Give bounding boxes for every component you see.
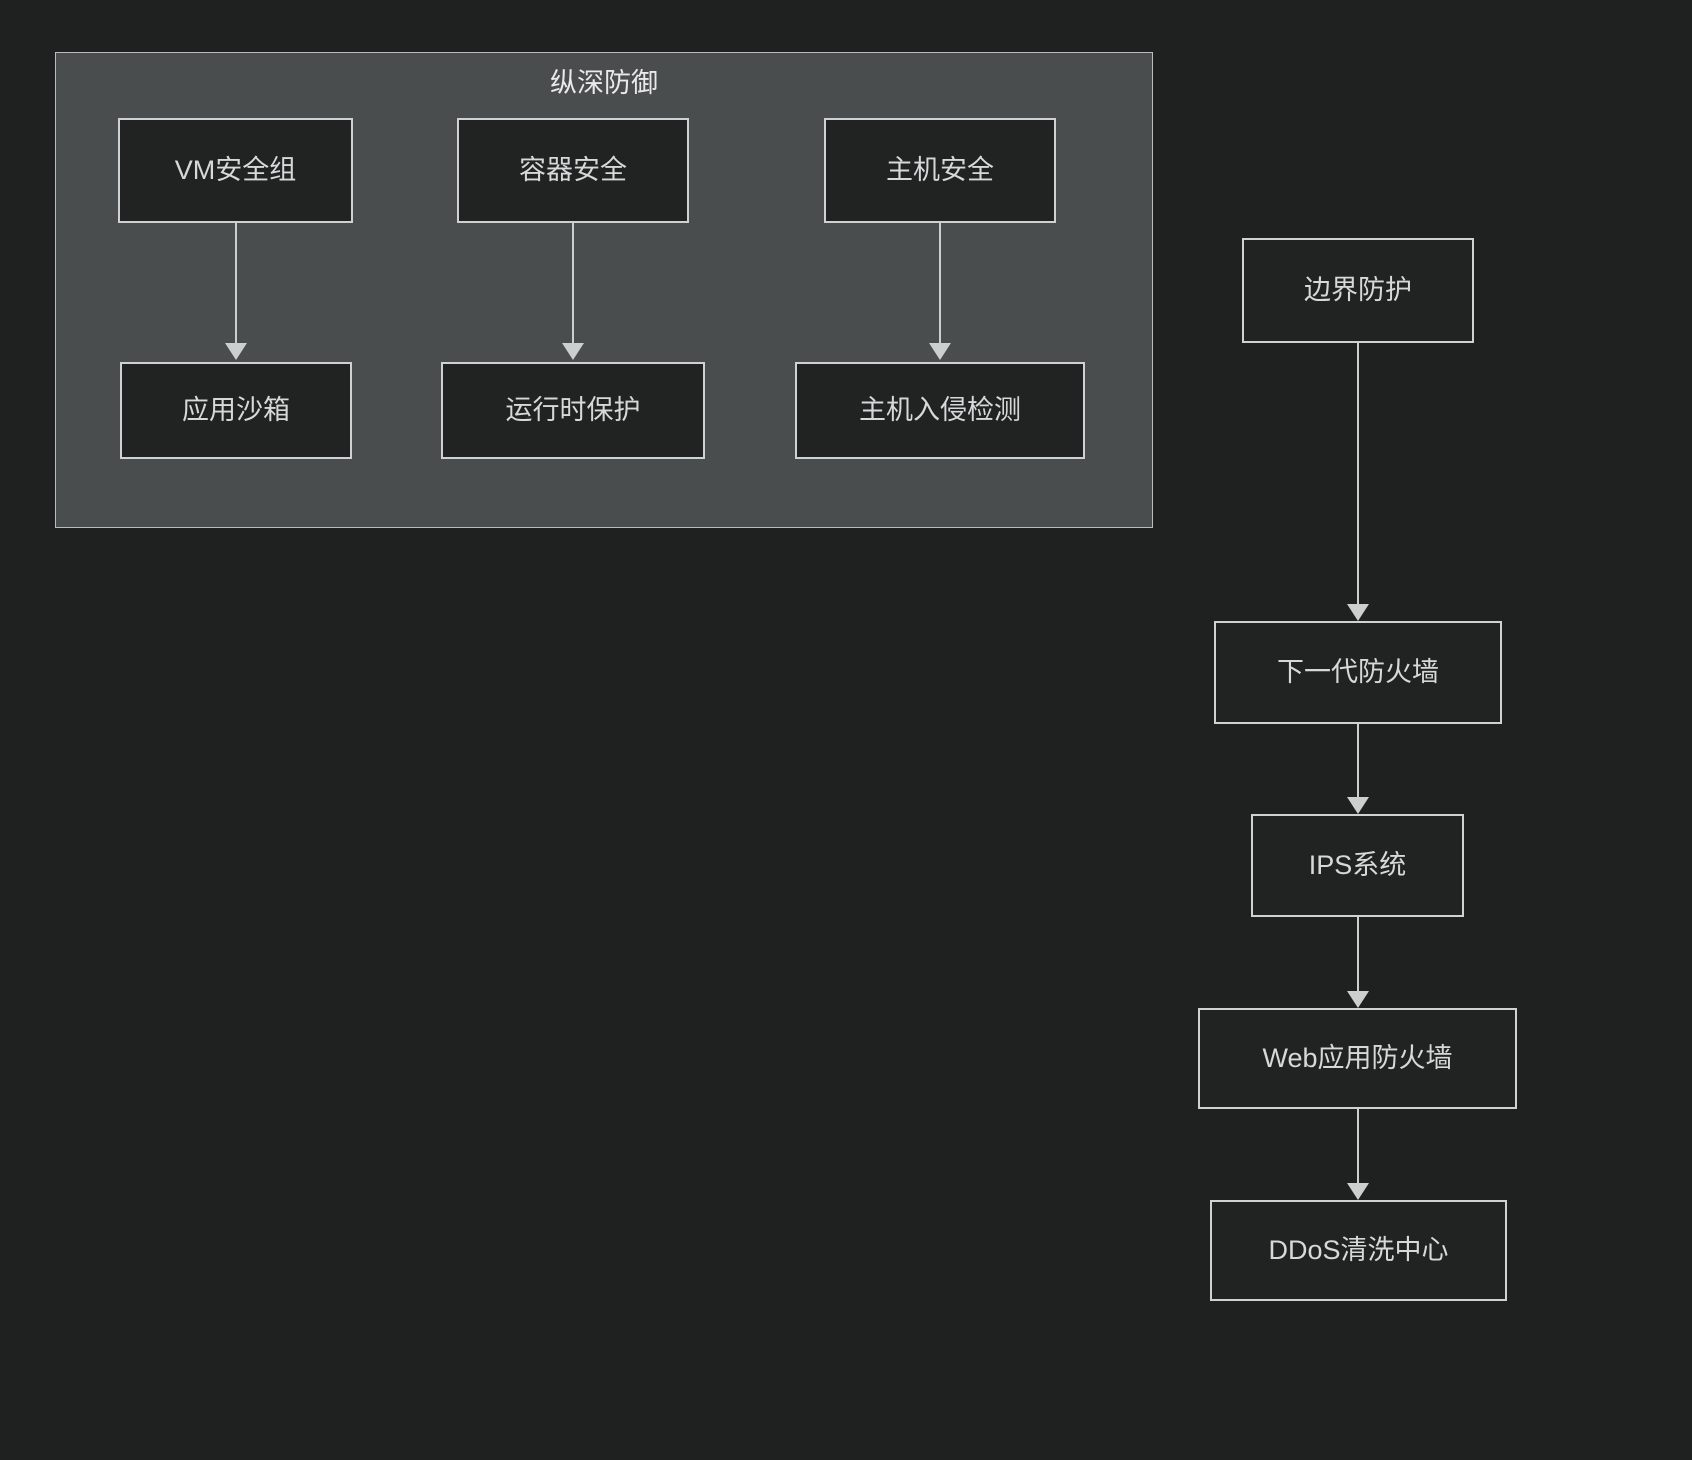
node-label: DDoS清洗中心 xyxy=(1268,1235,1449,1266)
node-ips-system[interactable]: IPS系统 xyxy=(1251,814,1464,917)
node-label: 容器安全 xyxy=(519,155,627,186)
node-app-sandbox[interactable]: 应用沙箱 xyxy=(120,362,352,459)
edge-container-to-runtime-arrow xyxy=(562,343,584,360)
edge-vm-to-sandbox-arrow xyxy=(225,343,247,360)
edge-boundary-to-ngfw-arrow xyxy=(1347,604,1369,621)
node-container-security[interactable]: 容器安全 xyxy=(457,118,689,223)
edge-waf-to-ddos-line xyxy=(1357,1109,1359,1183)
node-label: 下一代防火墙 xyxy=(1277,657,1439,688)
node-label: 主机安全 xyxy=(886,155,994,186)
edge-container-to-runtime-line xyxy=(572,223,574,343)
node-web-application-firewall[interactable]: Web应用防火墙 xyxy=(1198,1008,1517,1109)
edge-ngfw-to-ips-arrow xyxy=(1347,797,1369,814)
node-boundary-protection[interactable]: 边界防护 xyxy=(1242,238,1474,343)
node-label: VM安全组 xyxy=(174,155,297,186)
edge-ips-to-waf-arrow xyxy=(1347,991,1369,1008)
node-label: IPS系统 xyxy=(1308,850,1407,881)
edge-host-to-hids-arrow xyxy=(929,343,951,360)
node-label: 边界防护 xyxy=(1304,275,1412,306)
node-vm-security-group[interactable]: VM安全组 xyxy=(118,118,353,223)
edge-vm-to-sandbox-line xyxy=(235,223,237,343)
node-label: 主机入侵检测 xyxy=(859,395,1021,426)
node-ddos-scrubbing-center[interactable]: DDoS清洗中心 xyxy=(1210,1200,1507,1301)
node-label: Web应用防火墙 xyxy=(1262,1043,1453,1074)
node-host-intrusion-detection[interactable]: 主机入侵检测 xyxy=(795,362,1085,459)
node-label: 应用沙箱 xyxy=(182,395,290,426)
edge-boundary-to-ngfw-line xyxy=(1357,343,1359,604)
subgraph-title: 纵深防御 xyxy=(550,68,658,98)
node-next-gen-firewall[interactable]: 下一代防火墙 xyxy=(1214,621,1502,724)
node-label: 运行时保护 xyxy=(505,395,641,426)
node-host-security[interactable]: 主机安全 xyxy=(824,118,1056,223)
node-runtime-protection[interactable]: 运行时保护 xyxy=(441,362,705,459)
edge-host-to-hids-line xyxy=(939,223,941,343)
edge-ngfw-to-ips-line xyxy=(1357,724,1359,797)
edge-ips-to-waf-line xyxy=(1357,917,1359,991)
edge-waf-to-ddos-arrow xyxy=(1347,1183,1369,1200)
